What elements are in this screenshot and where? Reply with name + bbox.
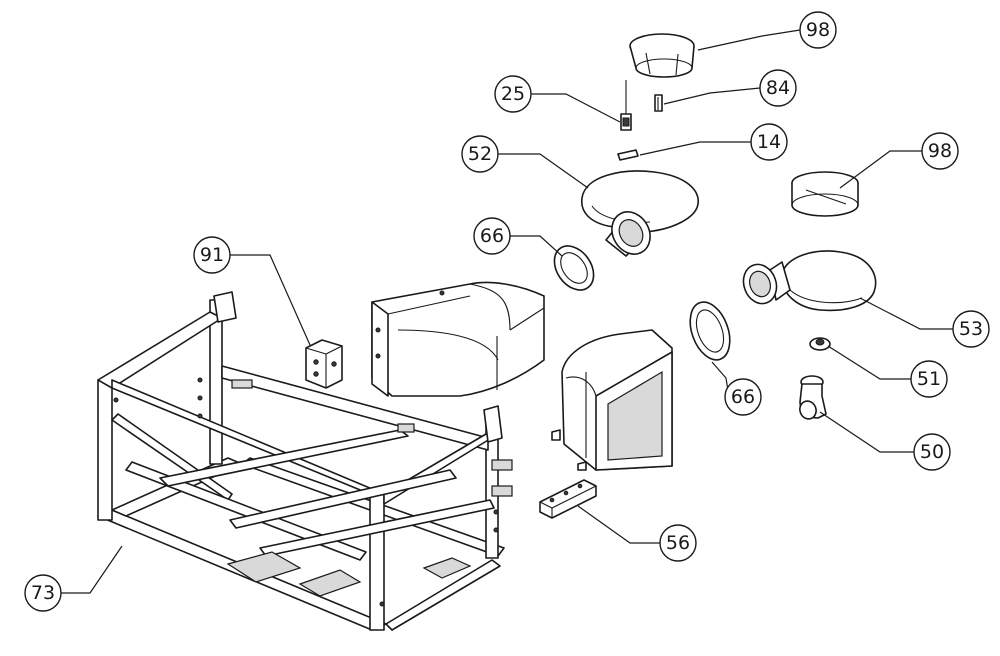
svg-text:51: 51 <box>917 368 941 390</box>
part-66-gasket-right <box>689 301 731 361</box>
callout-52: 52 <box>461 135 499 173</box>
part-66-gasket-left <box>553 245 595 291</box>
svg-text:84: 84 <box>766 77 790 99</box>
callout-25: 25 <box>494 75 532 113</box>
part-52-fan-housing <box>581 170 699 257</box>
callout-98-right: 98 <box>921 132 959 170</box>
part-25-sensor <box>620 80 632 131</box>
part-98-ring-right <box>791 171 859 217</box>
svg-text:98: 98 <box>806 19 830 41</box>
callout-84: 84 <box>759 69 797 107</box>
callout-66-right: 66 <box>724 378 762 416</box>
part-56-manifold <box>539 479 597 519</box>
callout-14: 14 <box>750 123 788 161</box>
svg-text:66: 66 <box>480 225 504 247</box>
svg-text:25: 25 <box>501 83 525 105</box>
callout-73: 73 <box>24 574 62 612</box>
duct-lower <box>551 329 673 471</box>
callout-66-left: 66 <box>473 217 511 255</box>
svg-text:56: 56 <box>666 532 690 554</box>
svg-text:73: 73 <box>31 582 55 604</box>
part-50-elbow <box>799 375 827 420</box>
part-14-fitting <box>617 149 639 161</box>
svg-text:50: 50 <box>920 441 944 463</box>
duct-upper <box>371 281 545 397</box>
callout-51: 51 <box>910 360 948 398</box>
part-84-clip <box>654 94 663 112</box>
callout-91: 91 <box>193 236 231 274</box>
callout-56: 56 <box>659 524 697 562</box>
svg-text:14: 14 <box>757 131 781 153</box>
part-98-ring-top <box>629 33 695 78</box>
callout-50: 50 <box>913 433 951 471</box>
leader-lines <box>61 29 953 594</box>
svg-text:66: 66 <box>731 386 755 408</box>
svg-text:52: 52 <box>468 143 492 165</box>
svg-text:98: 98 <box>928 140 952 162</box>
part-51-nut <box>809 337 831 351</box>
svg-text:91: 91 <box>200 244 224 266</box>
part-53-fan-housing <box>742 250 877 312</box>
callout-53: 53 <box>952 310 990 348</box>
callout-98-top: 98 <box>799 11 837 49</box>
part-91-block <box>305 339 343 389</box>
part-73-frame <box>97 291 513 631</box>
svg-text:53: 53 <box>959 318 983 340</box>
